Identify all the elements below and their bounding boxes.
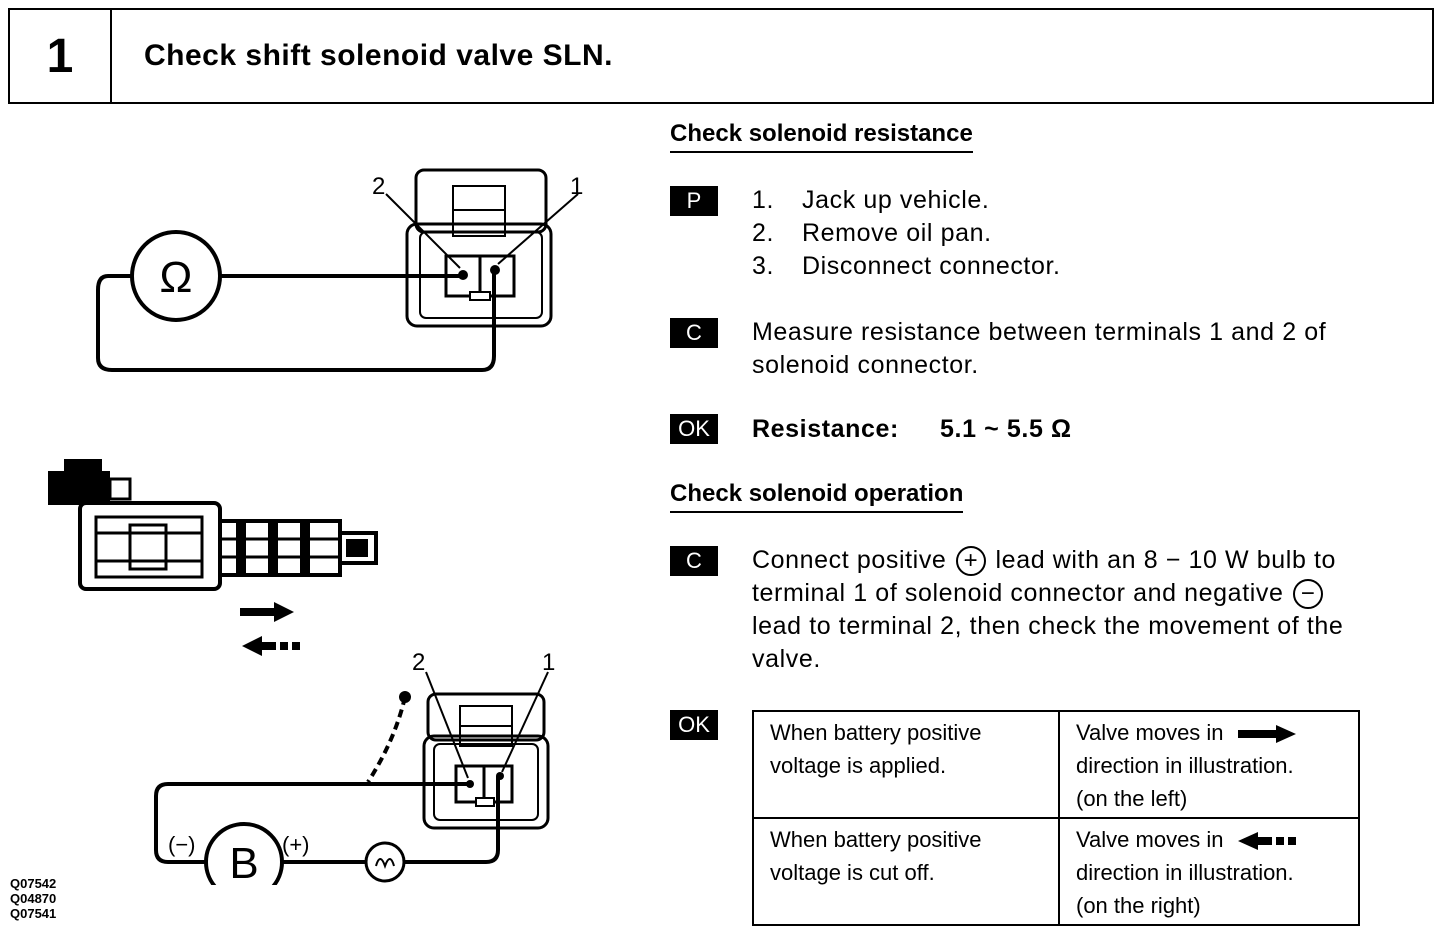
svg-text:Ω: Ω [160,253,193,302]
battery-positive-label: (+) [282,832,310,857]
prep-step: 2.Remove oil pan. [752,219,992,247]
terminal-1 [478,254,516,298]
battery-negative-label: (−) [168,832,196,857]
dashed-left-arrow-icon [1237,832,1296,851]
terminal-1-label: 1 [570,173,583,200]
ok-badge: OK [670,710,718,740]
terminal-1-label: 1 [542,649,555,676]
prep-badge: P [670,186,718,216]
resistance-spec: Resistance: 5.1 ~ 5.5 Ω [752,413,1072,446]
resistance-section-heading: Check solenoid resistance [670,120,973,153]
condition-cell: When battery positive voltage is applied… [752,710,1060,819]
prep-step: 1.Jack up vehicle. [752,186,990,214]
operation-section-heading: Check solenoid operation [670,480,964,513]
ok-badge: OK [670,414,718,444]
result-cell: Valve moves in direction in illustration… [1058,710,1360,819]
figure-code: Q04870 [10,891,57,906]
table-row: When battery positive voltage is cut off… [752,817,1360,926]
resistance-label: Resistance: [752,415,899,443]
negative-symbol-icon: − [1293,579,1324,610]
battery-icon [204,822,284,885]
check-operation-text: Connect positive + lead with an 8 − 10 W… [752,546,1344,673]
terminal-2-label: 2 [412,649,425,676]
condition-cell: When battery positive voltage is cut off… [752,817,1060,926]
solenoid-valve-illustration [48,459,378,656]
solid-right-arrow-icon [1237,725,1296,744]
operation-diagram: 2 1 B (−) (+) [154,649,555,885]
solid-right-arrow-icon [240,602,294,622]
dashed-left-arrow-icon [242,636,300,656]
figure-code: Q07541 [10,906,57,921]
positive-symbol-icon: + [955,546,986,577]
figure-code: Q07542 [10,876,57,891]
table-row: When battery positive voltage is applied… [752,710,1360,819]
prep-steps: 1.Jack up vehicle. 2.Remove oil pan. 3.D… [752,184,1061,283]
terminal-2-label: 2 [372,173,385,200]
result-cell: Valve moves in direction in illustration… [1058,817,1360,926]
check-resistance-text: Measure resistance between terminals 1 a… [752,318,1327,379]
step-title: Check shift solenoid valve SLN. [144,39,613,72]
svg-text:B: B [229,839,258,885]
prep-step: 3.Disconnect connector. [752,252,1061,280]
valve-movement-table: When battery positive voltage is applied… [752,710,1360,926]
bulb-icon [364,841,406,883]
figure-codes: Q07542 Q04870 Q07541 [10,876,56,921]
step-header: 1 Check shift solenoid valve SLN. [8,8,1434,104]
resistance-diagram: 2 1 Ω [96,168,583,372]
check-badge: C [670,318,718,348]
check-badge: C [670,546,718,576]
step-number: 1 [10,10,112,102]
resistance-value: 5.1 ~ 5.5 Ω [940,415,1072,443]
